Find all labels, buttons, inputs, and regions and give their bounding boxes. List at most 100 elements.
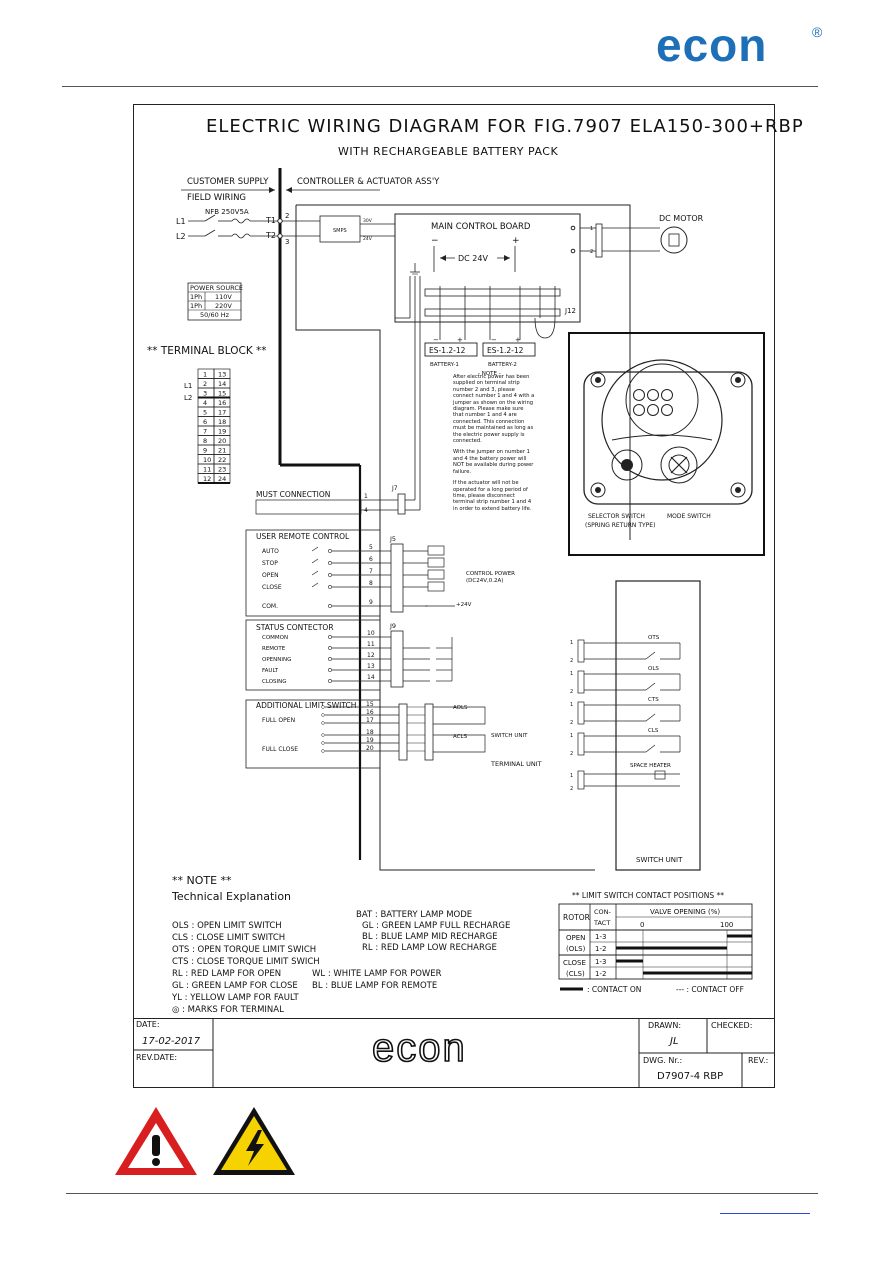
title-block [133, 1018, 775, 1089]
terminal-number: 11 [203, 466, 211, 474]
svg-text:+24V: +24V [456, 602, 472, 608]
svg-text:3: 3 [285, 238, 289, 246]
terminal-number: 23 [218, 466, 226, 474]
terminal-number: 7 [369, 568, 373, 575]
terminal-number: 13 [367, 663, 375, 670]
footer-link[interactable] [720, 1213, 810, 1214]
svg-text:1-2: 1-2 [595, 945, 606, 953]
svg-text:CON-: CON- [594, 908, 612, 916]
t1-label: T1 [265, 216, 276, 225]
terminal-block-title: ** TERMINAL BLOCK ** [147, 345, 267, 357]
tb-dwg-label: DWG. Nr.: [643, 1056, 683, 1065]
battery2-label: BATTERY-2 [488, 362, 517, 368]
svg-text:1-2: 1-2 [595, 970, 606, 978]
status-item-label: OPENNING [262, 657, 291, 663]
svg-text:ACLS: ACLS [453, 734, 468, 740]
svg-text:2: 2 [590, 249, 593, 255]
svg-text:FULL OPEN: FULL OPEN [262, 717, 295, 724]
terminal-number: 9 [369, 599, 373, 606]
svg-text:AOLS: AOLS [453, 705, 468, 711]
header-rule [62, 86, 818, 87]
spring-return-label: (SPRING RETURN TYPE) [585, 522, 655, 529]
terminal-number: 16 [218, 399, 226, 407]
note-header: ** NOTE ** [172, 874, 232, 887]
terminal-unit-label: TERMINAL UNIT [490, 760, 542, 768]
svg-text:−: − [433, 336, 439, 344]
svg-text:1: 1 [570, 640, 573, 646]
optocoupler [427, 557, 445, 568]
battery1-label: BATTERY-1 [430, 362, 459, 368]
optocoupler [427, 569, 445, 580]
terminal-number: 17 [218, 409, 226, 417]
abbr-wl: WL : WHITE LAMP FOR POWER [312, 969, 442, 979]
space-heater-label: SPACE HEATER [630, 763, 671, 769]
terminal-number: 12 [367, 652, 375, 659]
svg-text:2: 2 [570, 689, 573, 695]
abbreviations-left: OLS : OPEN LIMIT SWITCH CLS : CLOSE LIMI… [172, 921, 320, 1015]
title-block-logo: econ [371, 1025, 467, 1071]
dc-motor-label: DC MOTOR [659, 214, 704, 223]
terminal-number: 19 [218, 428, 226, 436]
svg-text:30V: 30V [363, 218, 373, 224]
smps-label: SMPS [333, 228, 347, 234]
svg-text:2: 2 [570, 658, 573, 664]
terminal-number: 16 [366, 709, 374, 716]
power-source-header: POWER SOURCE [190, 284, 243, 292]
l1-label: L1 [176, 217, 186, 226]
field-wiring-label: FIELD WIRING [187, 193, 246, 203]
terminal-number: 2 [203, 380, 207, 388]
terminal-number: 8 [369, 580, 373, 587]
svg-text:1: 1 [570, 773, 573, 779]
terminal-number: 7 [203, 428, 207, 436]
abbr-bl: BL : BLUE LAMP FOR REMOTE [312, 981, 438, 991]
svg-text:24V: 24V [363, 236, 373, 242]
electrical-hazard-icon [213, 1107, 295, 1175]
svg-text:1: 1 [590, 226, 593, 232]
svg-text:L1: L1 [184, 382, 192, 390]
l2-label: L2 [176, 232, 186, 241]
tb-revdate-label: REV.DATE: [136, 1053, 178, 1062]
terminal-number: 13 [218, 371, 226, 379]
diagram-subtitle: WITH RECHARGEABLE BATTERY PACK [338, 145, 559, 158]
selector-switch-label: SELECTOR SWITCH [588, 513, 645, 520]
svg-text:TACT: TACT [593, 919, 610, 927]
heater-element [654, 770, 666, 780]
svg-text:−: − [431, 236, 439, 246]
tb-drawn-value: JL [670, 1036, 679, 1047]
mode-switch-label: MODE SWITCH [667, 513, 711, 520]
svg-text:1: 1 [570, 733, 573, 739]
svg-text:VALVE OPENING (%): VALVE OPENING (%) [650, 908, 720, 916]
lsc-title: ** LIMIT SWITCH CONTACT POSITIONS ** [572, 891, 724, 900]
terminal-number: 24 [218, 475, 226, 483]
svg-text:: CONTACT ON: : CONTACT ON [587, 985, 641, 994]
svg-text:110V: 110V [215, 293, 232, 301]
terminal-number: 18 [218, 418, 226, 426]
j5-label: J5 [389, 535, 396, 543]
terminal-number: 14 [218, 380, 226, 388]
svg-text:CLOSE: CLOSE [563, 959, 586, 967]
terminal-number: 10 [367, 630, 375, 637]
svg-text:100: 100 [720, 921, 733, 929]
terminal-number: 12 [203, 475, 211, 483]
optocoupler [427, 581, 445, 592]
svg-text:OPEN: OPEN [566, 934, 585, 942]
svg-text:--- : CONTACT OFF: --- : CONTACT OFF [676, 985, 744, 994]
terminal-number: 19 [366, 737, 374, 744]
battery1-box: ES-1.2-12 [429, 346, 466, 355]
j7-label: J7 [391, 485, 398, 492]
tb-checked-label: CHECKED: [711, 1021, 753, 1030]
econ-logo: econ [656, 19, 768, 71]
svg-text:0: 0 [640, 921, 644, 929]
tb-dwg-value: D7907-4 RBP [657, 1071, 724, 1082]
svg-text:1: 1 [570, 702, 573, 708]
terminal-number: 4 [203, 399, 207, 407]
svg-text:FULL CLOSE: FULL CLOSE [262, 746, 298, 753]
svg-text:1Ph: 1Ph [190, 302, 202, 310]
footer-rule [66, 1193, 818, 1194]
svg-text:2: 2 [570, 786, 573, 792]
svg-text:SWITCH UNIT: SWITCH UNIT [491, 733, 528, 739]
j9-label: J9 [389, 622, 396, 630]
terminal-number: 18 [366, 729, 374, 736]
